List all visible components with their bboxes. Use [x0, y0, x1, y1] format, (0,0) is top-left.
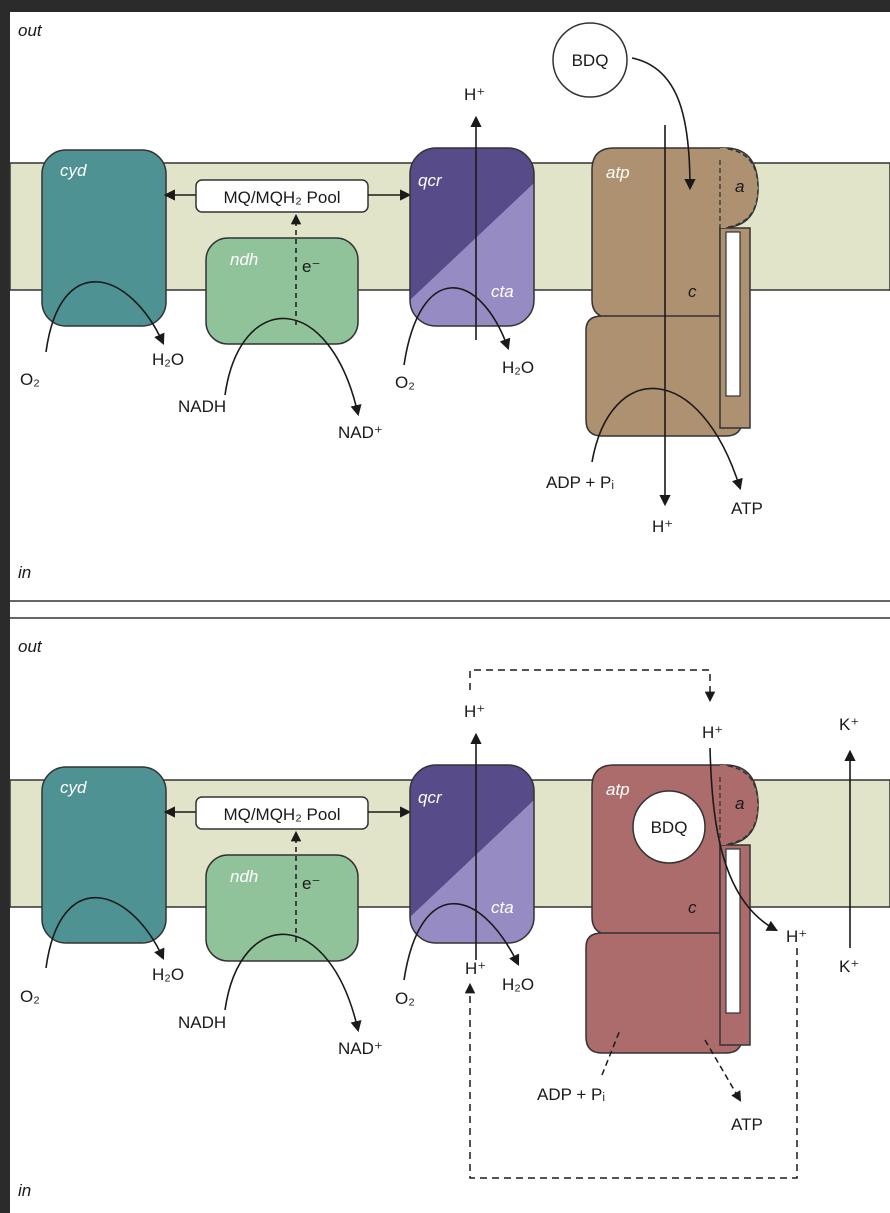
o2-mid-label-2: O₂ — [395, 989, 415, 1008]
side-out-label: out — [18, 21, 43, 40]
cta-label-2: cta — [491, 898, 514, 917]
panel-bottom: out in cyd O₂ H₂O MQ/MQH₂ Pool ndh e⁻ NA… — [9, 619, 890, 1213]
adp-label: ADP + Pᵢ — [546, 473, 614, 492]
bdq-circle — [552, 22, 628, 98]
atp-out-label-2: ATP — [731, 1115, 763, 1134]
nad-label-2: NAD⁺ — [338, 1039, 383, 1058]
bdq-proton-leak-arrow — [709, 747, 778, 932]
h2o-left-label: H₂O — [152, 350, 184, 369]
nad-label: NAD⁺ — [338, 423, 383, 442]
mq-pool-box-2 — [195, 796, 369, 830]
mq-pool-label-2: MQ/MQH₂ Pool — [223, 805, 340, 824]
o2-left-label-2: O₂ — [20, 987, 40, 1006]
subunit-c-label: c — [688, 282, 697, 301]
ndh-label-2: ndh — [230, 867, 258, 886]
atp-synthesis-arrow — [591, 387, 743, 491]
electron-label-2: e⁻ — [302, 874, 320, 893]
subunit-a-label-2: a — [735, 794, 744, 813]
cyd-arrow-2 — [45, 896, 165, 969]
qcr-label-2: qcr — [418, 788, 443, 807]
nadh-arrow-2 — [224, 933, 362, 1033]
atp-label-2: atp — [606, 780, 630, 799]
subunit-c-label-2: c — [688, 898, 697, 917]
cyd-label-2: cyd — [60, 778, 87, 797]
cta-label: cta — [491, 282, 514, 301]
bdq-label: BDQ — [572, 51, 609, 70]
k-in-label: K⁺ — [839, 957, 859, 976]
h-qcr-label-2: H⁺ — [464, 702, 485, 721]
atp-out-label: ATP — [731, 499, 763, 518]
o2-mid-label: O₂ — [395, 373, 415, 392]
adp-label-2: ADP + Pᵢ — [537, 1085, 605, 1104]
side-out-label-2: out — [18, 637, 43, 656]
ndh-complex-2 — [205, 854, 359, 962]
mq-pool-label: MQ/MQH₂ Pool — [223, 188, 340, 207]
adp-dashed-line — [601, 1029, 621, 1076]
cyd-label: cyd — [60, 161, 87, 180]
panel-top: out in cyd O₂ H₂O MQ/MQH₂ Pool ndh e⁻ NA… — [9, 12, 890, 599]
cyd-complex-2 — [41, 766, 167, 944]
proton-loop-bottom — [464, 948, 798, 1179]
atp-dashed-arrow — [704, 1039, 742, 1102]
h2o-left-label-2: H₂O — [152, 965, 184, 984]
cta-arrow — [403, 287, 511, 366]
bdq-label-2: BDQ — [651, 818, 688, 837]
nadh-arrow — [224, 317, 362, 417]
h-qcr-in-label: H⁺ — [465, 959, 486, 978]
cyd-arrow — [45, 281, 165, 353]
cta-arrow-2 — [403, 902, 520, 981]
mq-pool-box — [195, 179, 369, 213]
atp-synthase — [585, 147, 759, 437]
atp-label: atp — [606, 163, 630, 182]
nadh-label: NADH — [178, 397, 226, 416]
cyd-complex — [41, 149, 167, 327]
h-atp-out-label: H⁺ — [702, 723, 723, 742]
nadh-label-2: NADH — [178, 1013, 226, 1032]
qcr-cta-complex — [410, 148, 534, 326]
k-out-label: K⁺ — [839, 715, 859, 734]
electron-label: e⁻ — [302, 257, 320, 276]
o2-left-label: O₂ — [20, 370, 40, 389]
ndh-label: ndh — [230, 250, 258, 269]
qcr-cta-outline-2 — [409, 764, 535, 944]
qcr-label: qcr — [418, 171, 443, 190]
panel-separator — [10, 599, 890, 619]
h2o-mid-label-2: H₂O — [502, 975, 534, 994]
subunit-a-label: a — [735, 177, 744, 196]
qcr-cta-outline — [409, 147, 535, 327]
h-qcr-label: H⁺ — [464, 85, 485, 104]
bdq-circle-2 — [632, 790, 706, 864]
ndh-complex — [205, 237, 359, 345]
h-right-label: H⁺ — [786, 927, 807, 946]
h-atp-in-label: H⁺ — [652, 517, 673, 536]
bdq-binding-arrow — [631, 57, 696, 191]
h2o-mid-label: H₂O — [502, 358, 534, 377]
side-in-label: in — [18, 563, 31, 582]
side-in-label-2: in — [18, 1181, 31, 1200]
